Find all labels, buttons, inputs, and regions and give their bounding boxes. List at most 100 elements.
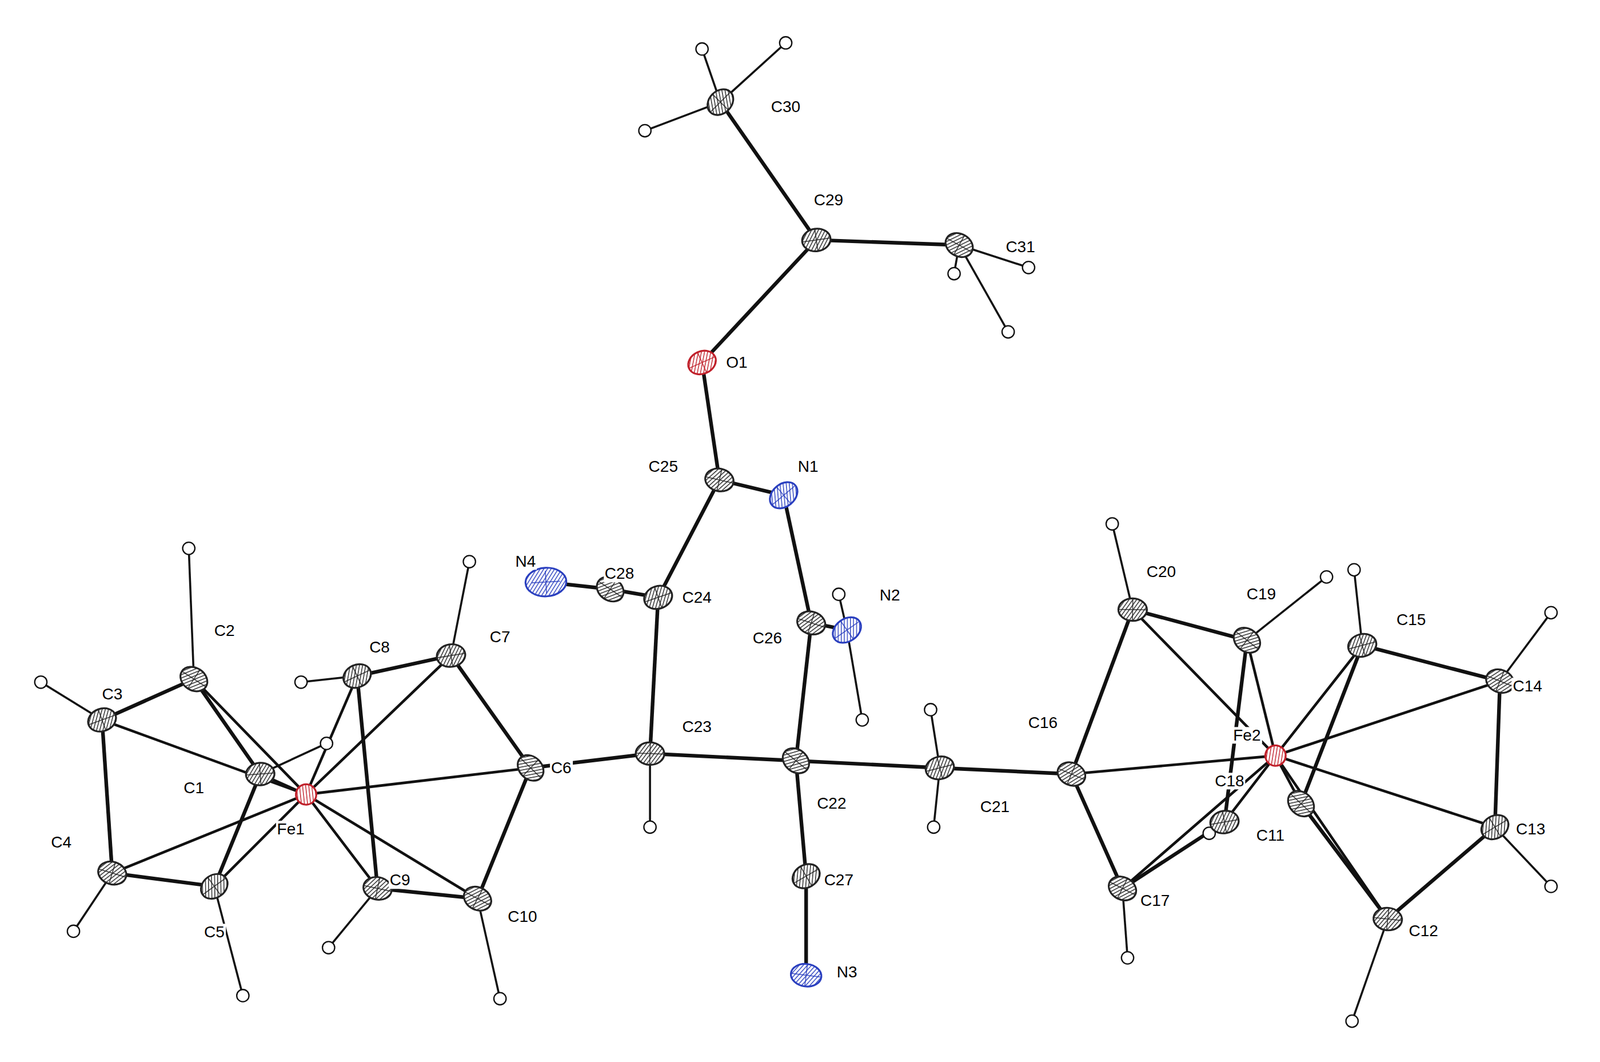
- atom-ellipsoid: [1054, 757, 1089, 790]
- bond-line: [649, 753, 796, 761]
- hydrogen-bond-line: [1499, 612, 1551, 681]
- atom-label: C29: [812, 191, 845, 209]
- hydrogen-atom: [67, 924, 80, 937]
- atom-ellipsoid: [1282, 785, 1319, 822]
- hydrogen-atom: [182, 541, 195, 554]
- atom-label: C13: [1514, 820, 1547, 837]
- atom-label: C26: [751, 629, 784, 646]
- atom-ellipsoid: [788, 859, 825, 893]
- iron-bond: [1275, 755, 1388, 919]
- hydrogen-atom: [236, 988, 249, 1001]
- hydrogen-bond-line: [451, 561, 470, 656]
- atom-label: C20: [1145, 563, 1177, 580]
- hydrogen-atom: [493, 992, 506, 1005]
- atom-ellipsoid: [640, 581, 676, 613]
- atom-label: C6: [549, 759, 573, 776]
- bond-line: [657, 479, 720, 597]
- hydrogen-atom: [34, 675, 47, 688]
- bond-line: [1362, 644, 1500, 681]
- atom-label: C25: [647, 457, 680, 475]
- bond-line: [720, 102, 817, 241]
- bond-line: [795, 622, 812, 761]
- atom-label: C19: [1245, 585, 1278, 603]
- atom-ellipsoid: [800, 226, 833, 254]
- hydrogen-atom: [832, 587, 845, 600]
- atom-label: C14: [1511, 677, 1544, 694]
- atom-ellipsoid: [1104, 871, 1140, 905]
- hydrogen-bond-line: [188, 548, 194, 680]
- hydrogen-bond-line: [847, 629, 863, 720]
- hydrogen-atom: [322, 940, 335, 953]
- hydrogen-atom: [924, 703, 937, 716]
- atom-ellipsoid: [1345, 630, 1379, 660]
- atom-label: N3: [835, 963, 859, 980]
- hydrogen-bond-line: [959, 245, 1009, 333]
- hydrogen-atom: [463, 555, 476, 568]
- atom-ellipsoid: [95, 858, 130, 888]
- hydrogen-atom: [1121, 951, 1134, 964]
- atom-label: N4: [513, 552, 537, 570]
- hydrogen-atom: [1002, 325, 1015, 338]
- iron-bond: [1275, 755, 1495, 827]
- iron-bond: [306, 767, 532, 794]
- atom-ellipsoid: [793, 607, 829, 638]
- hydrogen-atom: [320, 736, 333, 749]
- iron-bond: [1275, 644, 1363, 756]
- hydrogen-atom: [1545, 606, 1558, 619]
- atom-ellipsoid: [245, 761, 276, 786]
- iron-bond: [214, 793, 307, 887]
- atom-ellipsoid: [459, 881, 496, 915]
- atom-label: C2: [213, 622, 237, 640]
- atom-ellipsoid: [684, 346, 720, 379]
- bond-line: [102, 719, 113, 873]
- hydrogen-atom: [927, 820, 940, 833]
- atom-ellipsoid: [702, 84, 739, 121]
- bond-line: [816, 240, 960, 246]
- bond-line: [1071, 609, 1133, 774]
- iron-bond: [1132, 609, 1276, 756]
- atom-label: C24: [681, 588, 713, 606]
- atom-ellipsoid: [777, 742, 815, 778]
- atom-ellipsoid: [764, 476, 803, 514]
- atom-ellipsoid: [1372, 906, 1404, 932]
- atom-label: C16: [1027, 713, 1059, 731]
- hydrogen-atom: [1347, 563, 1360, 576]
- atom-label: C9: [388, 871, 412, 888]
- atom-ellipsoid: [1229, 622, 1266, 658]
- hydrogen-atom: [1346, 1014, 1359, 1027]
- atom-ellipsoid: [1208, 808, 1241, 836]
- bond-line: [783, 495, 812, 623]
- atom-label: C1: [182, 779, 206, 797]
- hydrogen-bond-line: [1351, 918, 1388, 1021]
- atom-ellipsoid: [923, 753, 957, 782]
- atom-ellipsoid: [827, 611, 866, 648]
- bond-line: [1301, 644, 1363, 804]
- bond-line: [1387, 826, 1495, 919]
- bond-line: [1122, 821, 1226, 888]
- bond-line: [477, 767, 531, 899]
- hydrogen-atom: [1022, 261, 1035, 274]
- atom-ellipsoid: [941, 228, 978, 262]
- bond-line: [804, 875, 808, 975]
- bond-line: [701, 240, 817, 363]
- hydrogen-atom: [638, 124, 651, 137]
- hydrogen-atom: [1320, 570, 1333, 583]
- iron-bond: [112, 793, 306, 873]
- atom-label: C22: [815, 795, 848, 812]
- iron-bond: [306, 675, 358, 794]
- hydrogen-atom: [643, 820, 656, 833]
- bond-line: [530, 753, 650, 768]
- bond-line: [1301, 803, 1388, 919]
- bond-line: [1494, 680, 1500, 827]
- atom-label: O1: [724, 353, 749, 371]
- atom-ellipsoid: [435, 641, 468, 669]
- atom-label: Fe1: [276, 820, 306, 837]
- atom-ellipsoid: [703, 465, 737, 494]
- atom-ellipsoid: [339, 659, 375, 693]
- atom-label: N1: [796, 457, 820, 475]
- atom-ellipsoid: [1118, 597, 1148, 621]
- hydrogen-atom: [1545, 879, 1558, 892]
- atom-ellipsoid: [789, 961, 823, 988]
